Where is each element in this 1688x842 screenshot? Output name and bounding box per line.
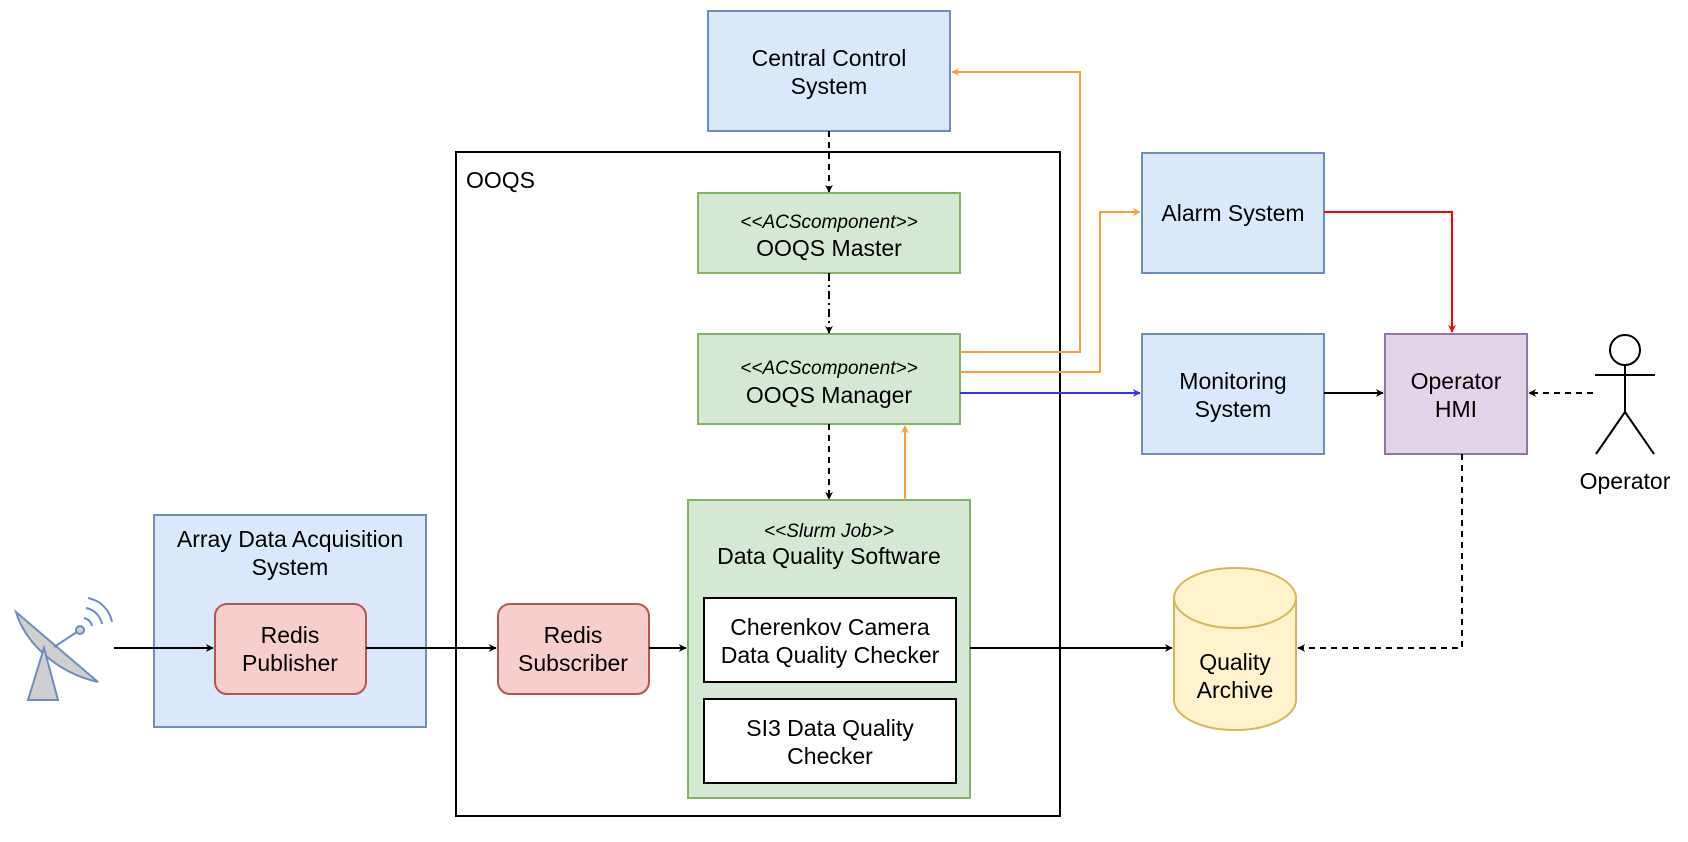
central-control-system: Central Control System xyxy=(707,10,951,132)
ooqs-frame: OOQS xyxy=(455,151,1061,817)
person-icon xyxy=(1595,334,1655,455)
ooqs-master-stereotype: <<ACScomponent>> xyxy=(740,212,917,233)
dqs-label: Data Quality Software xyxy=(717,543,941,569)
operator-actor: Operator xyxy=(1580,334,1671,494)
edge-manager-to-alarm xyxy=(960,208,1141,373)
redis-publisher-line1: Redis xyxy=(261,622,320,648)
array-daq-line2: System xyxy=(252,554,329,580)
cherenkov-camera-checker: Cherenkov Camera Data Quality Checker xyxy=(703,597,957,683)
dqs-stereotype: <<Slurm Job>> xyxy=(764,521,894,542)
monitoring-system: Monitoring System xyxy=(1141,333,1325,455)
central-control-line1: Central Control xyxy=(752,45,907,71)
operator-label: Operator xyxy=(1580,468,1671,494)
monitoring-system-line1: Monitoring xyxy=(1179,368,1286,394)
cherenkov-line1: Cherenkov Camera xyxy=(730,614,930,640)
monitoring-system-line2: System xyxy=(1195,396,1272,422)
ooqs-master-label: OOQS Master xyxy=(756,235,902,261)
ooqs-manager: <<ACScomponent>> OOQS Manager xyxy=(697,333,961,425)
quality-archive-line1: Quality xyxy=(1199,649,1271,675)
redis-subscriber: Redis Subscriber xyxy=(497,603,650,695)
ooqs-frame-label: OOQS xyxy=(466,167,535,193)
si3-line2: Checker xyxy=(787,743,873,769)
edge-manager-to-central xyxy=(951,68,1081,353)
ooqs-master: <<ACScomponent>> OOQS Master xyxy=(697,192,961,274)
operator-hmi-line2: HMI xyxy=(1435,396,1477,422)
cherenkov-line2: Data Quality Checker xyxy=(721,642,940,668)
array-daq-line1: Array Data Acquisition xyxy=(177,526,403,552)
alarm-system: Alarm System xyxy=(1141,152,1325,274)
redis-subscriber-line1: Redis xyxy=(544,622,603,648)
central-control-line2: System xyxy=(791,73,868,99)
redis-publisher: Redis Publisher xyxy=(214,603,367,695)
satellite-dish-icon xyxy=(14,597,113,701)
si3-line1: SI3 Data Quality xyxy=(746,715,914,741)
edge-hmi-to-archive xyxy=(1297,454,1463,652)
ooqs-manager-label: OOQS Manager xyxy=(746,382,913,408)
operator-hmi: Operator HMI xyxy=(1384,333,1528,455)
edge-alarm-to-hmi xyxy=(1324,211,1456,333)
redis-publisher-line2: Publisher xyxy=(242,650,338,676)
quality-archive: Quality Archive xyxy=(1173,567,1297,731)
si3-checker: SI3 Data Quality Checker xyxy=(703,698,957,784)
redis-subscriber-line2: Subscriber xyxy=(518,650,628,676)
ooqs-manager-stereotype: <<ACScomponent>> xyxy=(740,358,917,379)
operator-hmi-line1: Operator xyxy=(1411,368,1502,394)
quality-archive-line2: Archive xyxy=(1197,677,1274,703)
alarm-system-label: Alarm System xyxy=(1161,200,1304,226)
